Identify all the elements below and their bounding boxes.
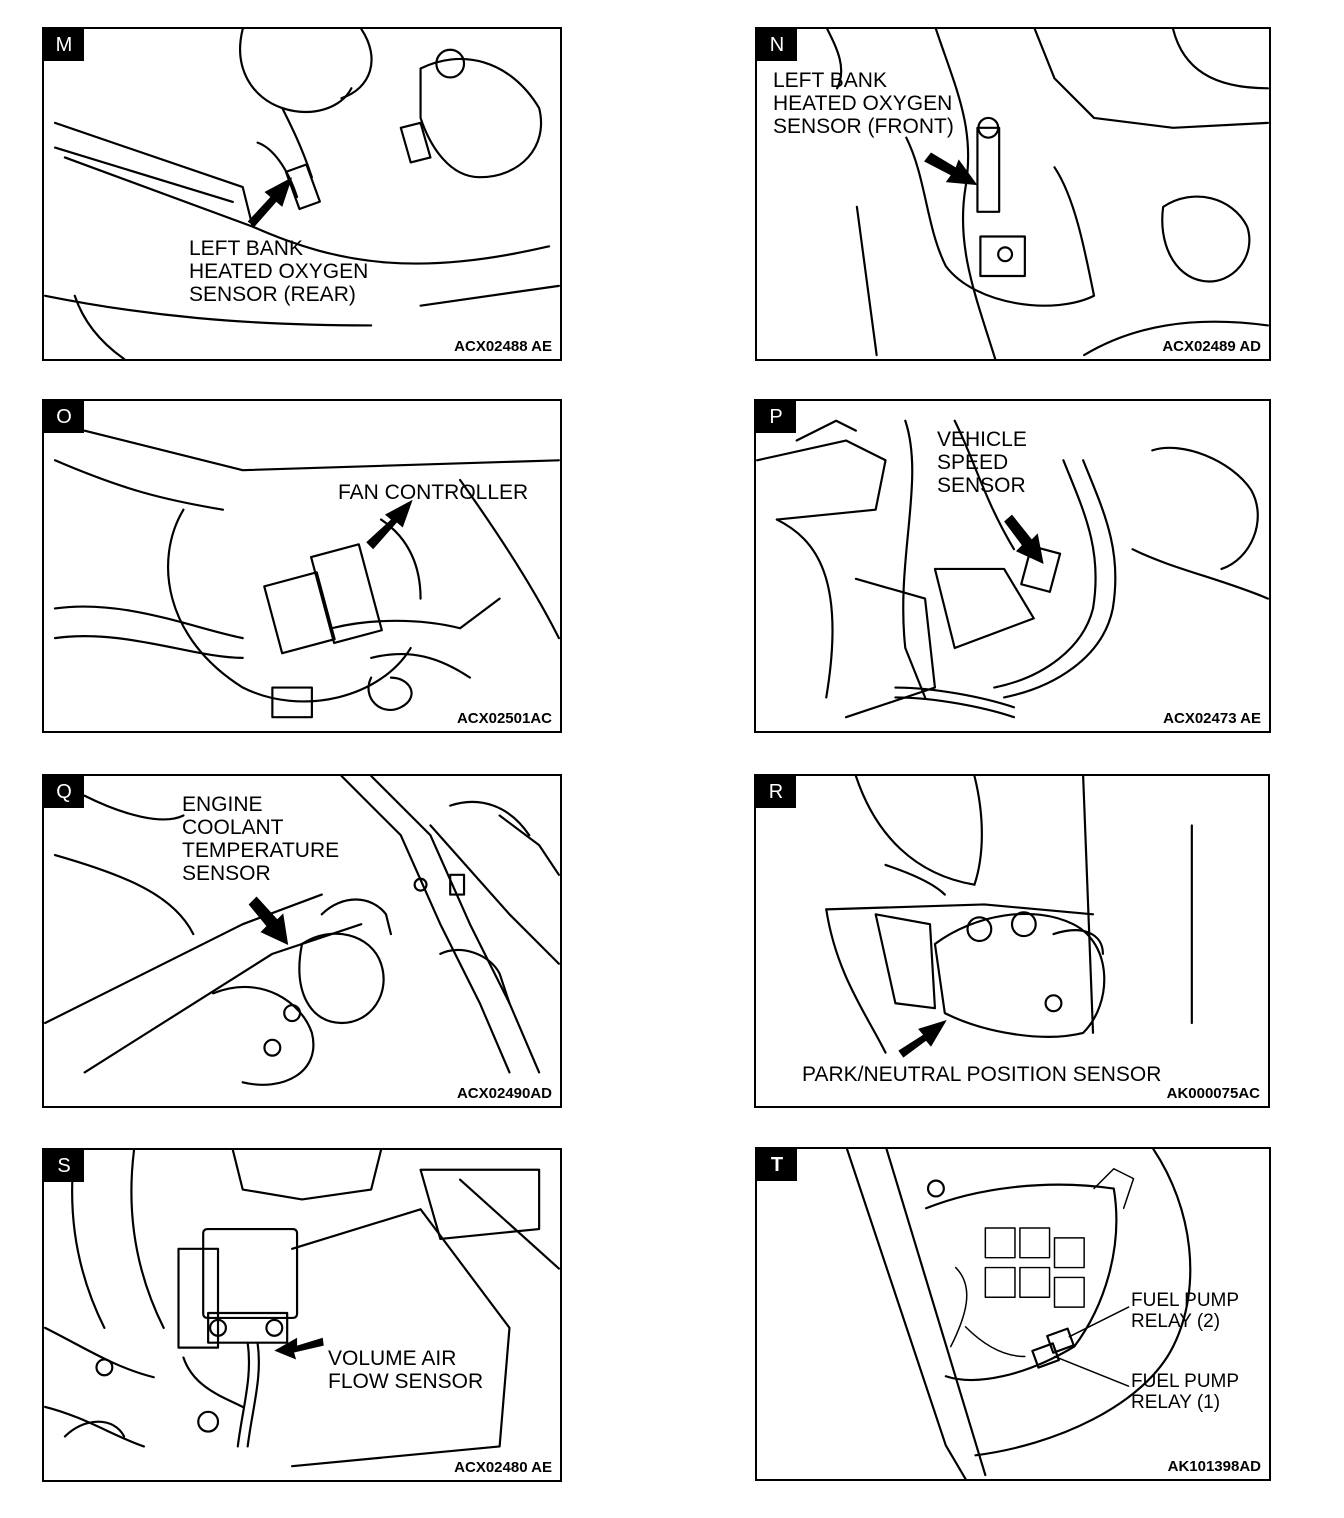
figure-code: ACX02489 AD <box>1160 338 1263 355</box>
engine-illustration-o <box>53 429 560 719</box>
engine-illustration-s <box>44 1150 560 1468</box>
volume-air-flow-sensor-label: VOLUME AIR FLOW SENSOR <box>328 1347 484 1393</box>
diagram-panel-m: M LEFT BANK HEATED OXYGEN SENSOR (REAR) … <box>42 27 562 361</box>
figure-code: ACX02473 AE <box>1161 710 1263 727</box>
panel-tag: N <box>757 29 797 61</box>
figure-code: ACX02480 AE <box>452 1459 554 1476</box>
diagram-panel-r: R PARK/NEUTRAL POSITION SENSOR AK000075A… <box>754 774 1270 1108</box>
diagram-panel-q: Q ENGINE COOLANT TEMPERATURE SENSOR ACX0… <box>42 774 562 1108</box>
engine-illustration-r <box>825 776 1193 1058</box>
panel-tag: R <box>756 776 796 808</box>
fan-controller-label: FAN CONTROLLER <box>338 481 529 504</box>
fuel-pump-relay-2-label: FUEL PUMP RELAY (2) <box>1131 1290 1240 1332</box>
engine-coolant-temperature-sensor-label: ENGINE COOLANT TEMPERATURE SENSOR <box>182 793 340 885</box>
diagram-panel-n: N LEFT BANK HEATED OXYGEN SENSOR (FRONT)… <box>755 27 1271 361</box>
engine-illustration-m <box>44 29 560 359</box>
figure-code: ACX02501AC <box>454 710 554 727</box>
engine-illustration-n <box>826 29 1269 359</box>
diagram-panel-o: O FAN CONTROLLER ACX02501AC <box>42 399 562 733</box>
panel-tag: O <box>44 401 84 433</box>
park-neutral-position-sensor-label: PARK/NEUTRAL POSITION SENSOR <box>802 1063 1162 1086</box>
engine-illustration-p <box>756 419 1269 719</box>
panel-tag: S <box>44 1150 84 1182</box>
panel-tag: Q <box>44 776 84 808</box>
panel-tag: T <box>757 1149 797 1181</box>
vehicle-speed-sensor-label: VEHICLE SPEED SENSOR <box>937 428 1027 497</box>
left-bank-heated-oxygen-sensor-rear-label: LEFT BANK HEATED OXYGEN SENSOR (REAR) <box>189 237 369 306</box>
engine-illustration-q <box>44 776 560 1086</box>
diagram-panel-p: P VEHICLE SPEED SENSOR ACX02473 AE <box>754 399 1271 733</box>
panel-tag: P <box>756 401 796 433</box>
figure-code: AK101398AD <box>1165 1458 1263 1475</box>
figure-code: ACX02488 AE <box>452 338 554 355</box>
figure-code: AK000075AC <box>1164 1085 1262 1102</box>
diagram-panel-t: T FUEL PUMP RELAY (2) FUEL PUMP RELAY (1… <box>755 1147 1271 1481</box>
diagram-panel-s: S VOLUME AIR FLOW SENSOR ACX02480 AE <box>42 1148 562 1482</box>
panel-tag: M <box>44 29 84 61</box>
engine-illustration-t <box>845 1149 1192 1479</box>
fuel-pump-relay-1-label: FUEL PUMP RELAY (1) <box>1131 1371 1240 1413</box>
left-bank-heated-oxygen-sensor-front-label: LEFT BANK HEATED OXYGEN SENSOR (FRONT) <box>773 69 954 138</box>
figure-code: ACX02490AD <box>454 1085 554 1102</box>
